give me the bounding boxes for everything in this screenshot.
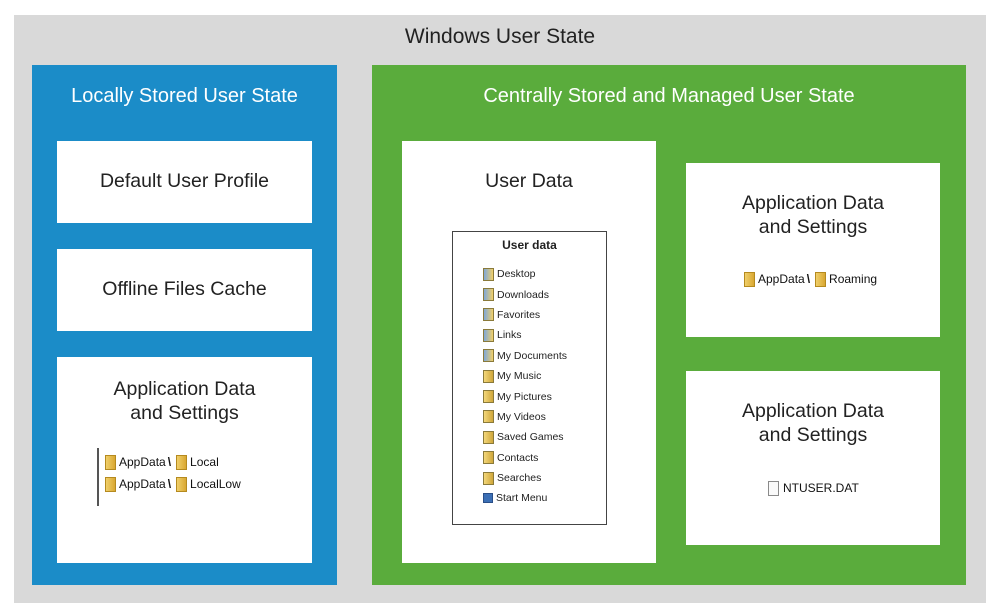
local-panel-title: Locally Stored User State (71, 85, 298, 107)
central-user-state-panel: Centrally Stored and Managed User State … (372, 65, 966, 585)
path-separator: \ (167, 477, 172, 491)
folder-icon (744, 271, 755, 287)
start-menu-icon (483, 493, 493, 504)
offline-files-cache-label: Offline Files Cache (102, 278, 267, 300)
folder-icon (483, 288, 494, 302)
user-data-item-label: Links (497, 329, 522, 342)
ntuser-app-data-card: Application Data and Settings NTUSER.DAT (686, 371, 940, 545)
folder-icon (483, 451, 494, 465)
path-folder-appdata: AppData (119, 477, 166, 491)
roaming-app-data-title-line2: and Settings (758, 216, 868, 238)
folder-icon (815, 271, 827, 287)
ntuser-file-row: NTUSER.DAT (768, 475, 864, 501)
user-data-item: Contacts (483, 448, 567, 468)
ntuser-file-label: NTUSER.DAT (783, 481, 859, 495)
user-data-box-title: User data (502, 238, 557, 252)
user-data-item: Links (483, 325, 567, 345)
diagram-title: Windows User State (404, 25, 596, 48)
default-user-profile-card: Default User Profile (57, 141, 312, 223)
roaming-app-data-path: AppData \ Roaming (740, 266, 888, 292)
path-folder-appdata: AppData (758, 272, 805, 286)
central-panel-title: Centrally Stored and Managed User State (483, 85, 855, 107)
folder-icon (483, 471, 494, 485)
default-user-profile-label: Default User Profile (99, 170, 270, 192)
user-data-item: My Pictures (483, 386, 567, 406)
ntuser-app-data-title-line1: Application Data (741, 400, 884, 422)
user-data-item-label: Contacts (497, 451, 539, 464)
path-folder-local: Local (190, 455, 219, 469)
folder-icon (483, 308, 494, 322)
local-user-state-panel: Locally Stored User State Default User P… (32, 65, 337, 585)
path-row-locallow: AppData \ LocalLow (105, 473, 261, 495)
user-data-item: My Documents (483, 346, 567, 366)
roaming-app-data-title-line1: Application Data (741, 192, 884, 214)
user-data-item-label: My Music (497, 370, 542, 383)
local-app-data-card: Application Data and Settings AppData \ … (57, 357, 312, 563)
folder-icon (483, 328, 494, 342)
folder-icon (105, 476, 116, 492)
user-data-item-label: My Pictures (497, 390, 552, 403)
ntuser-file: NTUSER.DAT (764, 475, 864, 501)
user-data-item: Saved Games (483, 427, 567, 447)
user-data-item: Favorites (483, 305, 567, 325)
folder-icon (483, 369, 494, 383)
user-data-item: Desktop (483, 264, 567, 284)
folder-icon (483, 410, 494, 424)
ntuser-app-data-title-line2: and Settings (758, 424, 868, 446)
folder-icon (176, 454, 188, 470)
folder-icon (176, 476, 188, 492)
user-data-item-label: Searches (497, 472, 542, 485)
path-separator: \ (806, 272, 811, 286)
user-data-item-label: Favorites (497, 308, 541, 321)
user-data-item: Searches (483, 468, 567, 488)
folder-icon (483, 349, 494, 363)
path-folder-locallow: LocalLow (190, 477, 241, 491)
folder-icon (105, 454, 116, 470)
user-data-item-label: Downloads (497, 288, 549, 301)
local-app-data-title-line1: Application Data (113, 378, 256, 400)
folder-icon (483, 390, 494, 404)
user-data-item: Start Menu (483, 488, 567, 508)
local-app-data-paths: AppData \ Local AppData \ LocalLow (97, 448, 261, 506)
offline-files-cache-card: Offline Files Cache (57, 249, 312, 331)
user-data-item-label: Desktop (497, 268, 536, 281)
user-data-item-label: My Documents (497, 349, 568, 362)
folder-icon (483, 430, 494, 444)
file-icon (768, 480, 779, 496)
user-data-item-label: Start Menu (496, 492, 548, 505)
path-row-roaming: AppData \ Roaming (744, 266, 888, 292)
local-app-data-title-line2: and Settings (130, 402, 239, 424)
user-data-title: User Data (485, 170, 573, 192)
folder-icon (483, 267, 494, 281)
path-folder-appdata: AppData (119, 455, 166, 469)
path-row-local: AppData \ Local (105, 451, 261, 473)
user-data-item: Downloads (483, 284, 567, 304)
path-folder-roaming: Roaming (829, 272, 878, 286)
path-separator: \ (167, 455, 172, 469)
user-data-item-label: Saved Games (497, 431, 564, 444)
user-data-item-label: My Videos (497, 410, 546, 423)
roaming-app-data-card: Application Data and Settings AppData \ … (686, 163, 940, 337)
user-data-item: My Videos (483, 407, 567, 427)
user-data-item: My Music (483, 366, 567, 386)
